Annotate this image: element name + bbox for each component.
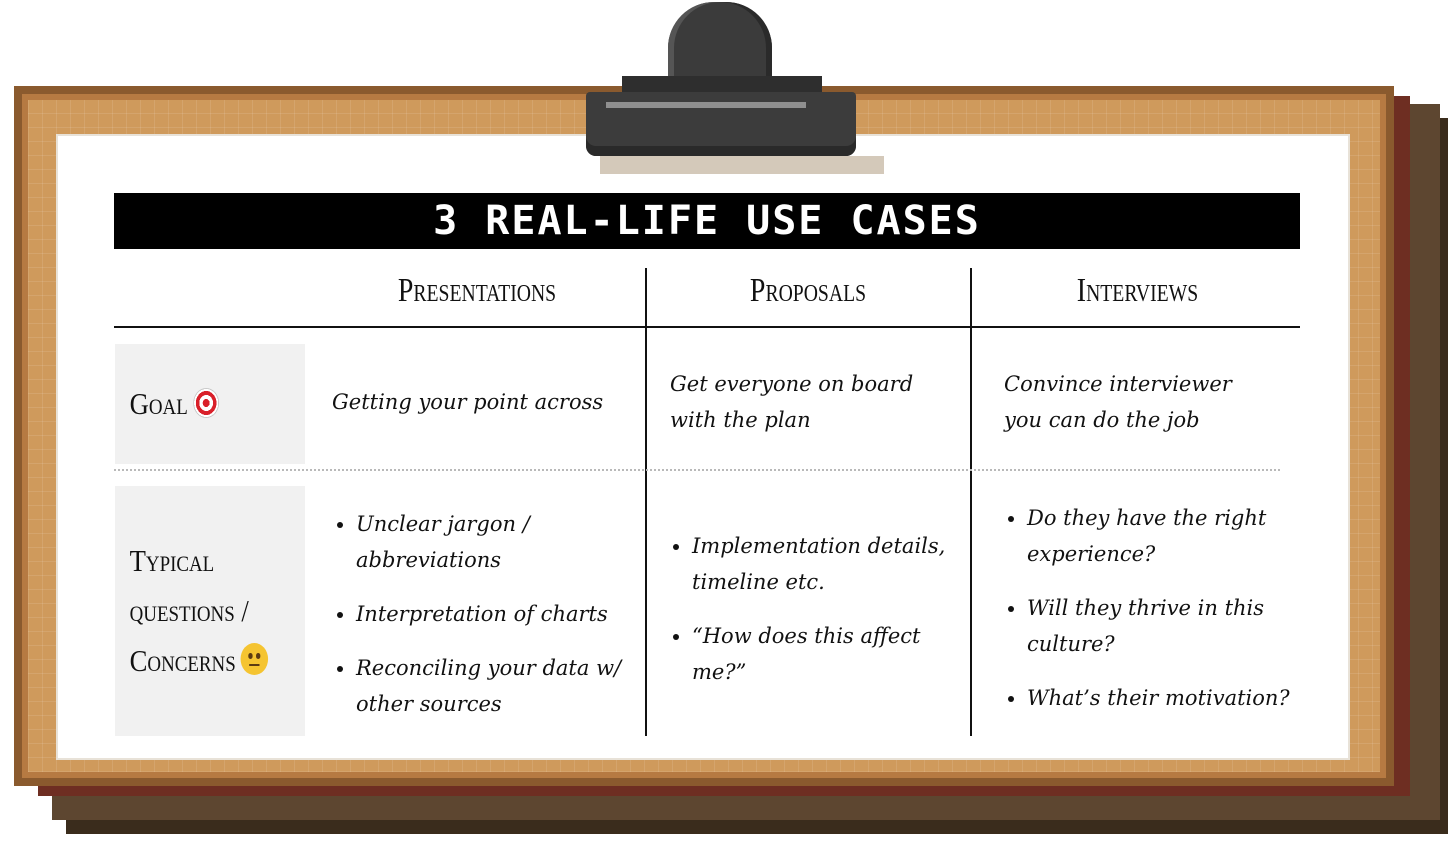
concerns-proposals: Implementation details, timeline etc. “H…	[668, 528, 953, 690]
column-header-proposals: Proposals	[749, 272, 867, 309]
list-item: Implementation details, timeline etc.	[692, 528, 953, 600]
concerns-presentations: Unclear jargon / abbreviations Interpret…	[332, 506, 627, 722]
concerns-label-line-3: Concerns	[129, 643, 236, 678]
list-item: Interpretation of charts	[356, 596, 627, 632]
target-icon	[192, 388, 219, 418]
clip-shine	[606, 102, 806, 108]
clip-shadow	[600, 156, 884, 174]
column-header-interviews: Interviews	[1076, 272, 1199, 309]
list-item: Unclear jargon / abbreviations	[356, 506, 627, 578]
goal-interviews: Convince interviewer you can do the job	[1004, 372, 1232, 432]
column-divider-2	[970, 268, 972, 736]
concerns-interviews: Do they have the right experience? Will …	[1003, 500, 1295, 716]
list-item: Reconciling your data w/ other sources	[356, 650, 627, 722]
column-header-presentations: Presentations	[397, 272, 557, 309]
row-label-concerns: Typical questions / Concerns	[115, 486, 305, 736]
list-item: “How does this affect me?”	[692, 618, 953, 690]
raised-eyebrow-face-icon	[240, 643, 269, 675]
list-item: Do they have the right experience?	[1027, 500, 1295, 572]
goal-proposals: Get everyone on board with the plan	[670, 372, 914, 432]
concerns-label-line-2: questions /	[129, 593, 249, 628]
goal-label: Goal	[129, 386, 188, 421]
row-label-goal: Goal	[115, 344, 305, 464]
goal-presentations: Getting your point across	[332, 390, 604, 414]
header-divider	[114, 326, 1300, 328]
page-title: 3 REAL-LIFE USE CASES	[114, 193, 1300, 249]
column-divider-1	[645, 268, 647, 736]
row-divider	[114, 469, 1280, 471]
concerns-label-line-1: Typical	[129, 543, 215, 578]
list-item: What’s their motivation?	[1027, 680, 1295, 716]
list-item: Will they thrive in this culture?	[1027, 590, 1295, 662]
